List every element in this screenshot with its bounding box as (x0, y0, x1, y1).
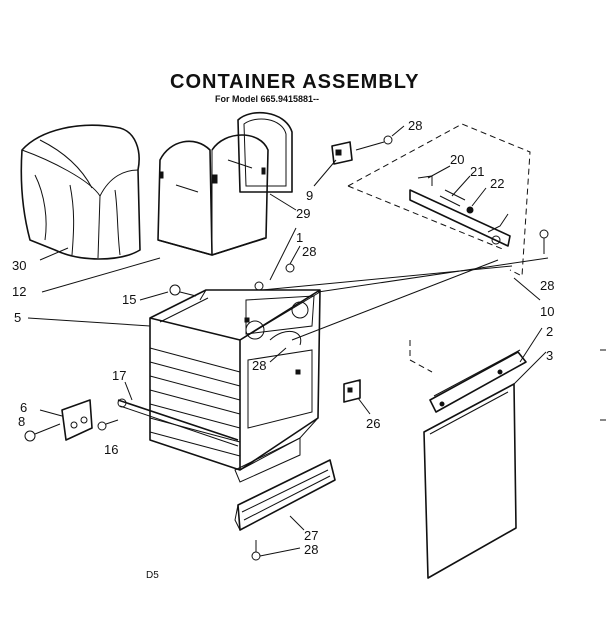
callout-30: 30 (12, 258, 26, 273)
hinge-rod-part (117, 398, 239, 447)
callout-3: 3 (546, 348, 553, 363)
projection-line (317, 257, 549, 293)
footer-code: D5 (146, 570, 159, 581)
diagram-subtitle: For Model 665.9415881-- (215, 94, 319, 104)
projection-line (261, 265, 513, 291)
callout-10: 10 (540, 304, 554, 319)
callout-12: 12 (12, 284, 26, 299)
callout-29: 29 (296, 206, 310, 221)
cabinet-base (234, 437, 301, 483)
callout-26: 26 (366, 416, 380, 431)
callout-6: 6 (20, 400, 27, 415)
callout-28-bottom: 28 (304, 542, 318, 557)
kick-plate-part (234, 459, 336, 531)
callout-2: 2 (546, 324, 553, 339)
leader-lines (27, 125, 547, 557)
callout-28-inside: 28 (252, 358, 266, 373)
bracket-9-part (331, 141, 353, 165)
screw-28-right-part (539, 229, 549, 254)
door-panel-part (423, 383, 517, 579)
container-liner-part (157, 134, 269, 256)
screw-15-part (169, 284, 197, 297)
callout-21: 21 (470, 164, 484, 179)
projection-line (409, 340, 433, 373)
callout-9: 9 (306, 188, 313, 203)
callout-20: 20 (450, 152, 464, 167)
callout-1: 1 (296, 230, 303, 245)
top-rail-part (347, 123, 531, 277)
trash-bag-part (20, 124, 141, 260)
callout-28-top: 28 (408, 118, 422, 133)
callout-8: 8 (18, 414, 25, 429)
cabinet-frame-part (149, 289, 321, 471)
screw-28-frame-part (254, 263, 295, 291)
lid-plate-part (237, 112, 293, 193)
latch-part (343, 379, 361, 403)
diagram-title: CONTAINER ASSEMBLY (170, 71, 420, 93)
callout-28-right: 28 (540, 278, 554, 293)
callout-15: 15 (122, 292, 136, 307)
screw-8-part (24, 423, 61, 442)
hinge-bracket-part (61, 399, 93, 441)
callout-22: 22 (490, 176, 504, 191)
projection-line (291, 259, 499, 341)
callout-5: 5 (14, 310, 21, 325)
screw-16-part (97, 419, 119, 431)
door-handle-part (429, 349, 527, 413)
callout-17: 17 (112, 368, 126, 383)
edge-mark (600, 349, 606, 421)
screw-28-bottom-part (251, 540, 261, 561)
screw-28-top-part (355, 135, 393, 151)
callout-27: 27 (304, 528, 318, 543)
callout-28-frame: 28 (302, 244, 316, 259)
callout-16: 16 (104, 442, 118, 457)
